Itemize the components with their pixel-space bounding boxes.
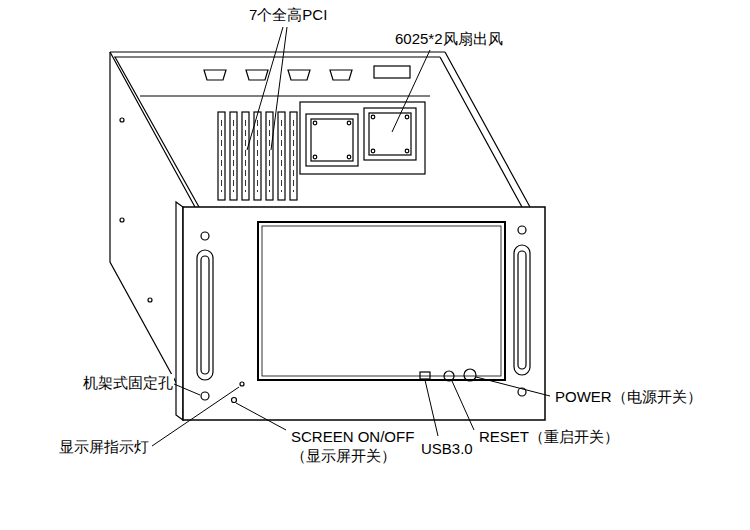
side-screw: [120, 118, 124, 122]
callout-label: USB3.0: [420, 440, 474, 459]
rack-hole: [518, 226, 526, 234]
fan-screw: [313, 121, 317, 125]
power-button: [464, 369, 476, 381]
callout-label: SCREEN ON/OFF （显示屏开关）: [290, 428, 416, 466]
leader-line: [425, 380, 438, 436]
leader-line: [247, 27, 287, 150]
fan-screw: [313, 155, 317, 159]
handle-inner: [201, 256, 209, 374]
db-connector: [330, 70, 352, 80]
handle: [514, 245, 530, 375]
fan-screw: [405, 115, 409, 119]
fan-screw: [347, 155, 351, 159]
leader-line: [476, 377, 550, 396]
leader-line: [452, 381, 474, 430]
side-screw: [120, 218, 124, 222]
fan-inner: [369, 113, 411, 155]
callout-label: POWER（电源开关）: [554, 388, 703, 407]
leader-line: [236, 403, 286, 430]
callout-label: RESET（重启开关）: [478, 428, 620, 447]
rear-connector: [374, 66, 410, 78]
db-connector: [204, 70, 226, 80]
callout-label: 显示屏指示灯: [58, 438, 150, 457]
leader-line: [152, 387, 239, 446]
rack-hole: [201, 232, 209, 240]
fan-screw: [347, 121, 351, 125]
db-connector: [246, 70, 268, 80]
chassis-top-edges: [110, 52, 530, 207]
usb-port: [420, 372, 430, 379]
rack-hole: [201, 392, 209, 400]
screen-inner: [262, 226, 501, 376]
handle: [197, 250, 213, 380]
fan: [364, 108, 416, 160]
callout-label: 7个全高PCI: [248, 6, 328, 25]
fan-inner: [311, 119, 353, 161]
fan: [306, 114, 358, 166]
leader-line: [174, 384, 200, 395]
db-connector: [288, 70, 310, 80]
handle-inner: [518, 251, 526, 369]
screen-switch: [232, 398, 237, 403]
callout-label: 机架式固定孔: [82, 374, 174, 393]
fan-screw: [371, 149, 375, 153]
indicator-led: [240, 382, 244, 386]
leader-line: [392, 50, 430, 132]
side-panel: [110, 52, 183, 395]
fan-bracket: [300, 102, 425, 174]
rear-io-ledge: [140, 95, 430, 96]
side-screw: [148, 298, 152, 302]
callout-label: 6025*2风扇出风: [394, 30, 504, 49]
screen: [258, 222, 505, 380]
fan-screw: [371, 115, 375, 119]
fan-screw: [405, 149, 409, 153]
pci-slots: [222, 120, 294, 192]
reset-button: [444, 371, 454, 381]
